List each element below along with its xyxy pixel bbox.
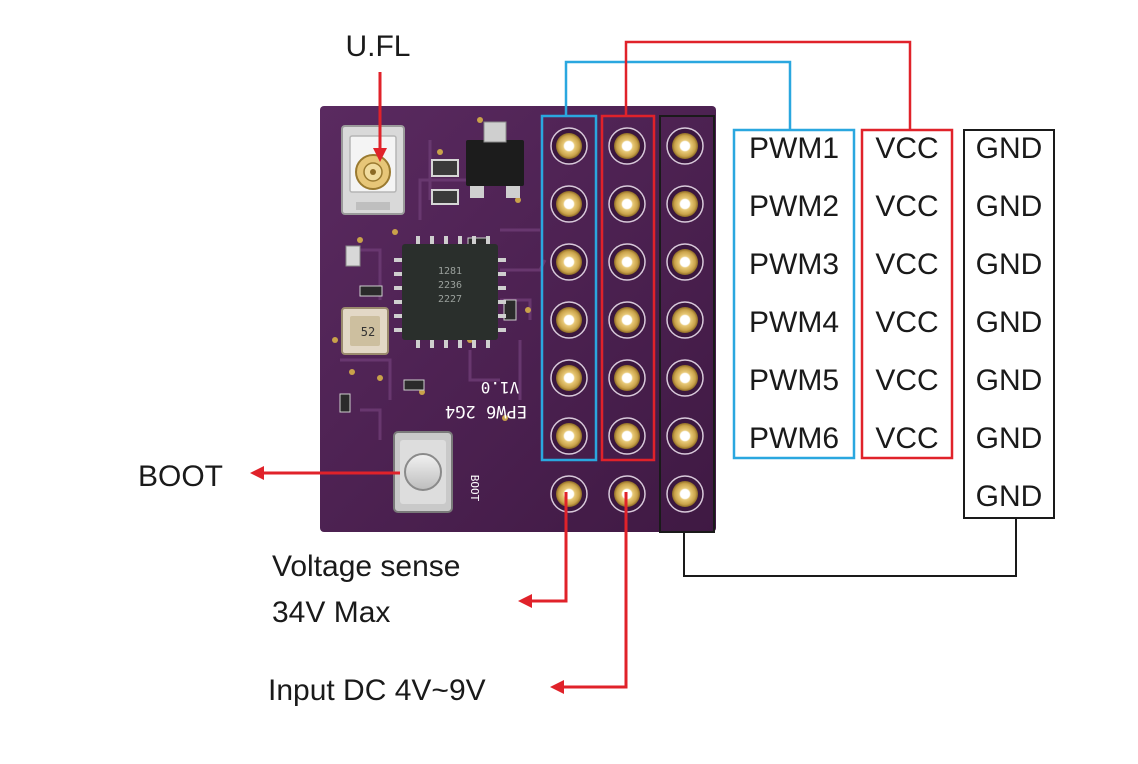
main-chip: 1281 2236 2227 (394, 236, 506, 348)
silkscreen-boot: BOOT (468, 475, 481, 502)
header-pad (614, 249, 640, 275)
gnd-connector-line (683, 518, 1017, 577)
gnd-pin-label: GND (976, 190, 1043, 223)
header-pad (672, 365, 698, 391)
header-pad (556, 365, 582, 391)
header-pad (672, 133, 698, 159)
pwm-pin-label: PWM3 (749, 248, 839, 281)
gnd-label-box (963, 129, 1055, 519)
gnd-pin-label: GND (976, 132, 1043, 165)
pwm-pin-label: PWM5 (749, 364, 839, 397)
header-pad (556, 423, 582, 449)
voltage-sense-arrow (518, 492, 568, 608)
chip-marking-line3: 2227 (438, 294, 462, 305)
pwm-pin-label: PWM4 (749, 306, 839, 339)
header-pad (556, 307, 582, 333)
gnd-pin-label: GND (976, 480, 1043, 513)
header-pad (556, 133, 582, 159)
chip-marking-line1: 1281 (438, 266, 462, 277)
ufl-connector (341, 125, 405, 215)
pwm-pin-label: PWM6 (749, 422, 839, 455)
gnd-pin-label: GND (976, 422, 1043, 455)
vcc-pin-label: VCC (875, 132, 938, 165)
voltage-max-label: 34V Max (272, 596, 390, 629)
pcb-traces (340, 140, 547, 440)
header-pad (614, 365, 640, 391)
pwm-label-box (732, 128, 856, 460)
pwm-pin-label: PWM1 (749, 132, 839, 165)
vcc-pin-label: VCC (875, 422, 938, 455)
silkscreen-labels: V1.0 EPW6 2G4 BOOT (445, 378, 527, 502)
vcc-pin-label: VCC (875, 190, 938, 223)
boot-label: BOOT (138, 460, 223, 493)
vcc-pin-label: VCC (875, 248, 938, 281)
ufl-label: U.FL (345, 30, 410, 63)
silkscreen-version: V1.0 (481, 378, 520, 397)
pwm-pin-label: PWM2 (749, 190, 839, 223)
gnd-pin-label: GND (976, 306, 1043, 339)
gnd-pin-outline (659, 115, 715, 533)
input-dc-label: Input DC 4V~9V (268, 674, 486, 707)
boot-button (393, 431, 453, 513)
voltage-regulator (466, 121, 524, 198)
header-pad (556, 249, 582, 275)
header-pad (672, 249, 698, 275)
voltage-sense-label: Voltage sense (272, 550, 460, 583)
header-pad (672, 481, 698, 507)
pcb-board: 1281 2236 2227 52 V1.0 EPW6 2G4 BOOT (320, 106, 716, 532)
header-pad (614, 191, 640, 217)
gnd-pin-label: GND (976, 248, 1043, 281)
chip-marking-line2: 2236 (438, 280, 462, 291)
vcc-pin-label: VCC (875, 364, 938, 397)
crystal-marking: 52 (361, 325, 375, 339)
header-pad (556, 481, 582, 507)
header-pad (672, 423, 698, 449)
header-pad (614, 423, 640, 449)
header-pad (672, 191, 698, 217)
header-pad (614, 307, 640, 333)
input-dc-arrow (550, 492, 628, 694)
header-pad (556, 191, 582, 217)
vcc-connector-line (624, 40, 912, 130)
pwm-pin-outline (540, 114, 598, 462)
crystal-oscillator: 52 (341, 307, 389, 355)
vcc-pin-label: VCC (875, 306, 938, 339)
header-pad (672, 307, 698, 333)
vcc-pin-outline (600, 114, 656, 462)
pwm-connector-line (564, 60, 792, 130)
pcb-vias (332, 117, 531, 421)
silkscreen-board-name: EPW6 2G4 (445, 401, 527, 421)
passive-components (339, 159, 517, 413)
header-pad (614, 133, 640, 159)
vcc-label-box (860, 128, 954, 460)
gnd-pin-label: GND (976, 364, 1043, 397)
